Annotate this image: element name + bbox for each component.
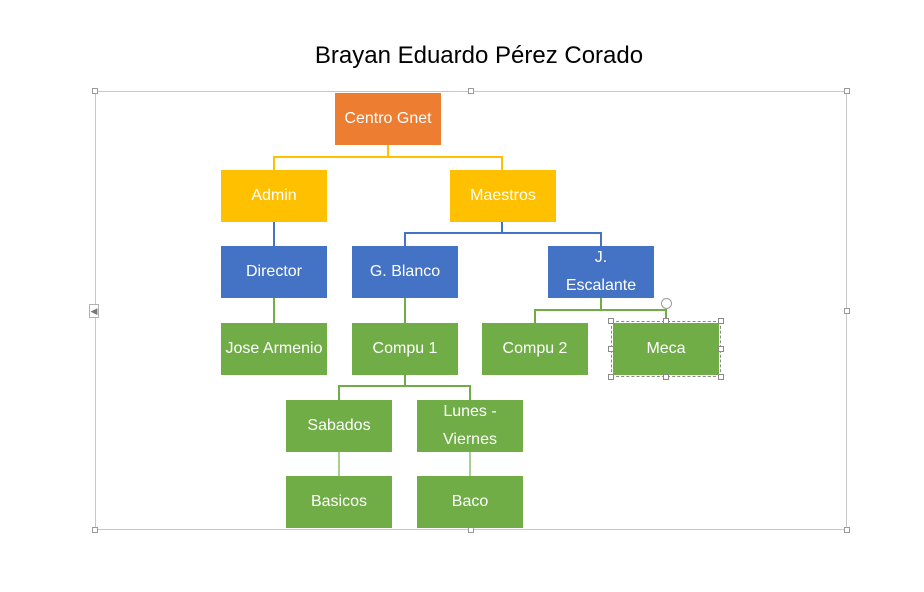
frame-handle-mr[interactable] bbox=[844, 308, 850, 314]
node-baco[interactable]: Baco bbox=[417, 476, 523, 528]
node-sabados[interactable]: Sabados bbox=[286, 400, 392, 452]
node-maestros[interactable]: Maestros bbox=[450, 170, 556, 222]
selection-handle-tl[interactable] bbox=[608, 318, 614, 324]
node-lunes-line2: Viernes bbox=[443, 431, 497, 448]
node-g-blanco[interactable]: G. Blanco bbox=[352, 246, 458, 298]
connector-jescalante bbox=[534, 298, 667, 323]
node-meca[interactable]: Meca bbox=[613, 323, 719, 375]
frame-handle-bl[interactable] bbox=[92, 527, 98, 533]
node-lunes-viernes[interactable]: Lunes - Viernes bbox=[417, 400, 523, 452]
node-basicos[interactable]: Basicos bbox=[286, 476, 392, 528]
selection-handle-br[interactable] bbox=[718, 374, 724, 380]
node-compu-2[interactable]: Compu 2 bbox=[482, 323, 588, 375]
node-centro-gnet[interactable]: Centro Gnet bbox=[335, 93, 441, 145]
selection-handle-mr[interactable] bbox=[718, 346, 724, 352]
connector-maestros bbox=[404, 222, 602, 246]
frame-handle-tr[interactable] bbox=[844, 88, 850, 94]
frame-handle-tl[interactable] bbox=[92, 88, 98, 94]
collapse-arrow-icon[interactable]: ◀ bbox=[89, 304, 99, 318]
node-j-escalante-line1: J. bbox=[594, 249, 608, 266]
frame-handle-br[interactable] bbox=[844, 527, 850, 533]
selection-handle-ml[interactable] bbox=[608, 346, 614, 352]
connector-compu1 bbox=[338, 375, 471, 400]
connector-root bbox=[273, 145, 503, 170]
selection-handle-tc[interactable] bbox=[663, 318, 669, 324]
node-director[interactable]: Director bbox=[221, 246, 327, 298]
frame-handle-tc[interactable] bbox=[468, 88, 474, 94]
diagram-title: Brayan Eduardo Pérez Corado bbox=[314, 42, 644, 69]
selection-handle-bc[interactable] bbox=[663, 374, 669, 380]
node-lunes-line1: Lunes - bbox=[443, 403, 497, 420]
node-j-escalante-line2: Escalante bbox=[565, 277, 637, 294]
rotate-handle-icon[interactable] bbox=[661, 298, 672, 309]
node-compu-1[interactable]: Compu 1 bbox=[352, 323, 458, 375]
selection-handle-bl[interactable] bbox=[608, 374, 614, 380]
selection-handle-tr[interactable] bbox=[718, 318, 724, 324]
node-j-escalante[interactable]: J. Escalante bbox=[548, 246, 654, 298]
selection-box bbox=[611, 321, 721, 377]
node-admin[interactable]: Admin bbox=[221, 170, 327, 222]
node-jose-armenio[interactable]: Jose Armenio bbox=[221, 323, 327, 375]
